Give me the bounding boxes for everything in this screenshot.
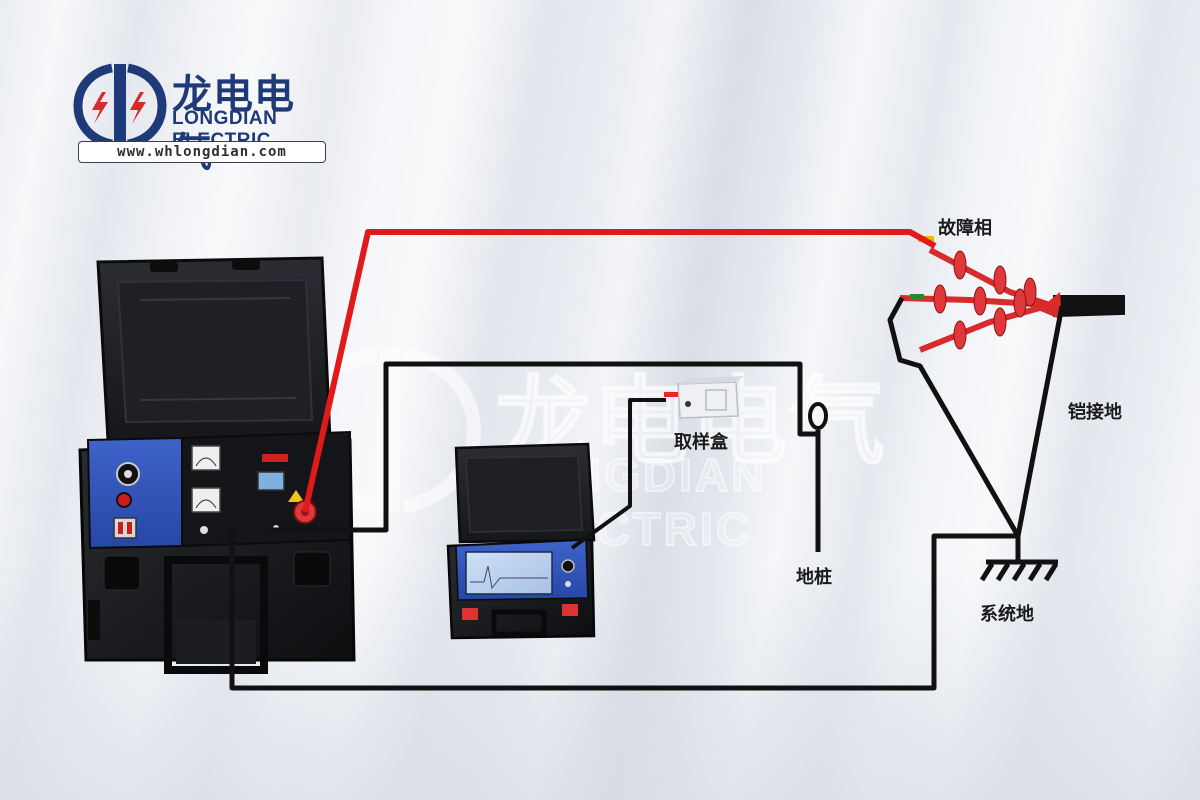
ground-symbol-icon: [979, 536, 1059, 582]
current-clamp: [808, 402, 828, 430]
armor-ground-wire: [1015, 305, 1065, 537]
label-armor-ground: 铠接地: [1068, 402, 1122, 423]
high-voltage-generator[interactable]: [78, 256, 356, 674]
label-ground-pile: 地桩: [796, 567, 832, 588]
logo-mark-icon: [73, 63, 167, 149]
label-fault-phase: 故障相: [938, 218, 992, 239]
label-system-ground: 系统地: [980, 604, 1034, 625]
sampling-box[interactable]: [664, 376, 744, 419]
system-ground-wire: [229, 530, 1018, 691]
website-url[interactable]: www.whlongdian.com: [78, 141, 326, 163]
cable-fault-tester[interactable]: [446, 442, 596, 640]
label-sampling-box: 取样盒: [674, 432, 728, 453]
signal-lead-wire: [570, 398, 666, 550]
hv-lead-wire: [302, 229, 937, 513]
cable-termination: [899, 236, 1125, 353]
phase-loop-wire: [887, 296, 1021, 538]
ground-lead-wire: [270, 361, 818, 533]
